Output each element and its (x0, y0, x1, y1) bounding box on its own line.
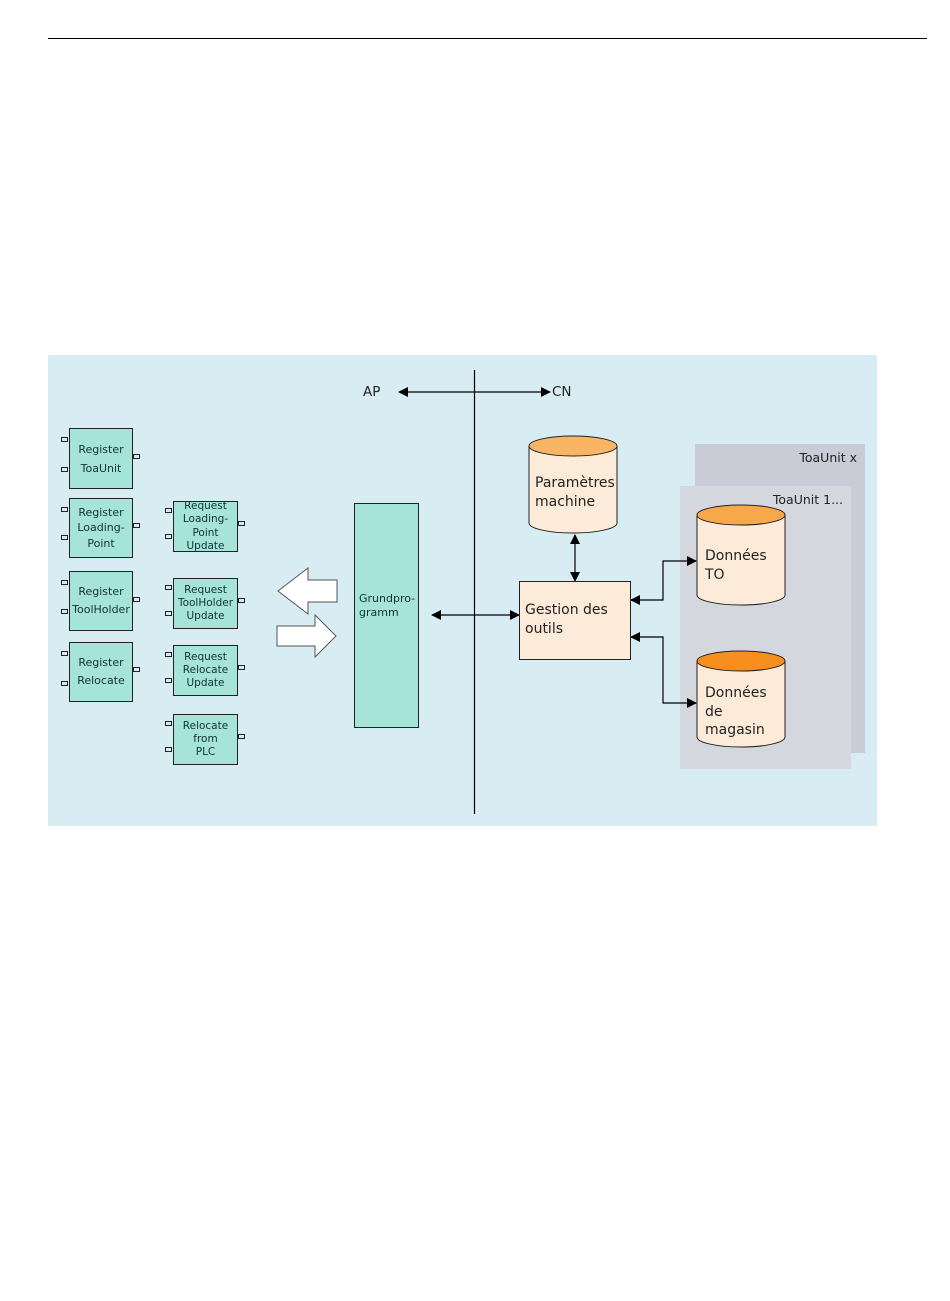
output-pin (238, 521, 245, 526)
grundprogramm-block: Grundpro- gramm (354, 503, 419, 728)
request-toolholder-update-block: Request ToolHolder Update (173, 578, 238, 629)
cn-label: CN (552, 384, 572, 400)
input-pin (165, 585, 172, 590)
output-pin (238, 734, 245, 739)
parametres-machine-label: Paramètres machine (535, 474, 615, 511)
register-toolholder-block: Register ToolHolder (69, 571, 133, 631)
donnees-magasin-label: Données de magasin (705, 684, 767, 740)
tool-management-diagram: ToaUnit x ToaUnit 1... (48, 355, 877, 826)
output-pin (133, 523, 140, 528)
output-pin (133, 597, 140, 602)
input-pin (61, 651, 68, 656)
input-pin (165, 721, 172, 726)
input-pin (165, 652, 172, 657)
output-pin (238, 598, 245, 603)
output-pin (133, 667, 140, 672)
input-pin (61, 535, 68, 540)
register-loading-point-block: Register Loading- Point (69, 498, 133, 558)
request-loading-point-update-block: Request Loading- Point Update (173, 501, 238, 552)
request-relocate-update-block: Request Relocate Update (173, 645, 238, 696)
input-pin (165, 611, 172, 616)
input-pin (61, 437, 68, 442)
gestion-donnees-to-arrow (631, 561, 696, 600)
output-pin (238, 665, 245, 670)
output-pin (133, 454, 140, 459)
input-pin (165, 508, 172, 513)
input-pin (61, 580, 68, 585)
incoming-hollow-arrow-icon (277, 615, 336, 657)
donnees-to-label: Données TO (705, 547, 767, 584)
ap-label: AP (363, 384, 380, 400)
input-pin (165, 678, 172, 683)
input-pin (61, 681, 68, 686)
input-pin (61, 467, 68, 472)
input-pin (165, 747, 172, 752)
gestion-des-outils-block: Gestion des outils (519, 581, 631, 660)
input-pin (165, 534, 172, 539)
relocate-from-plc-block: Relocate from PLC (173, 714, 238, 765)
input-pin (61, 507, 68, 512)
header-rule (48, 38, 927, 39)
register-toaunit-block: Register ToaUnit (69, 428, 133, 489)
outgoing-hollow-arrow-icon (278, 568, 337, 614)
gestion-donnees-magasin-arrow (631, 637, 696, 703)
register-relocate-block: Register Relocate (69, 642, 133, 702)
input-pin (61, 609, 68, 614)
